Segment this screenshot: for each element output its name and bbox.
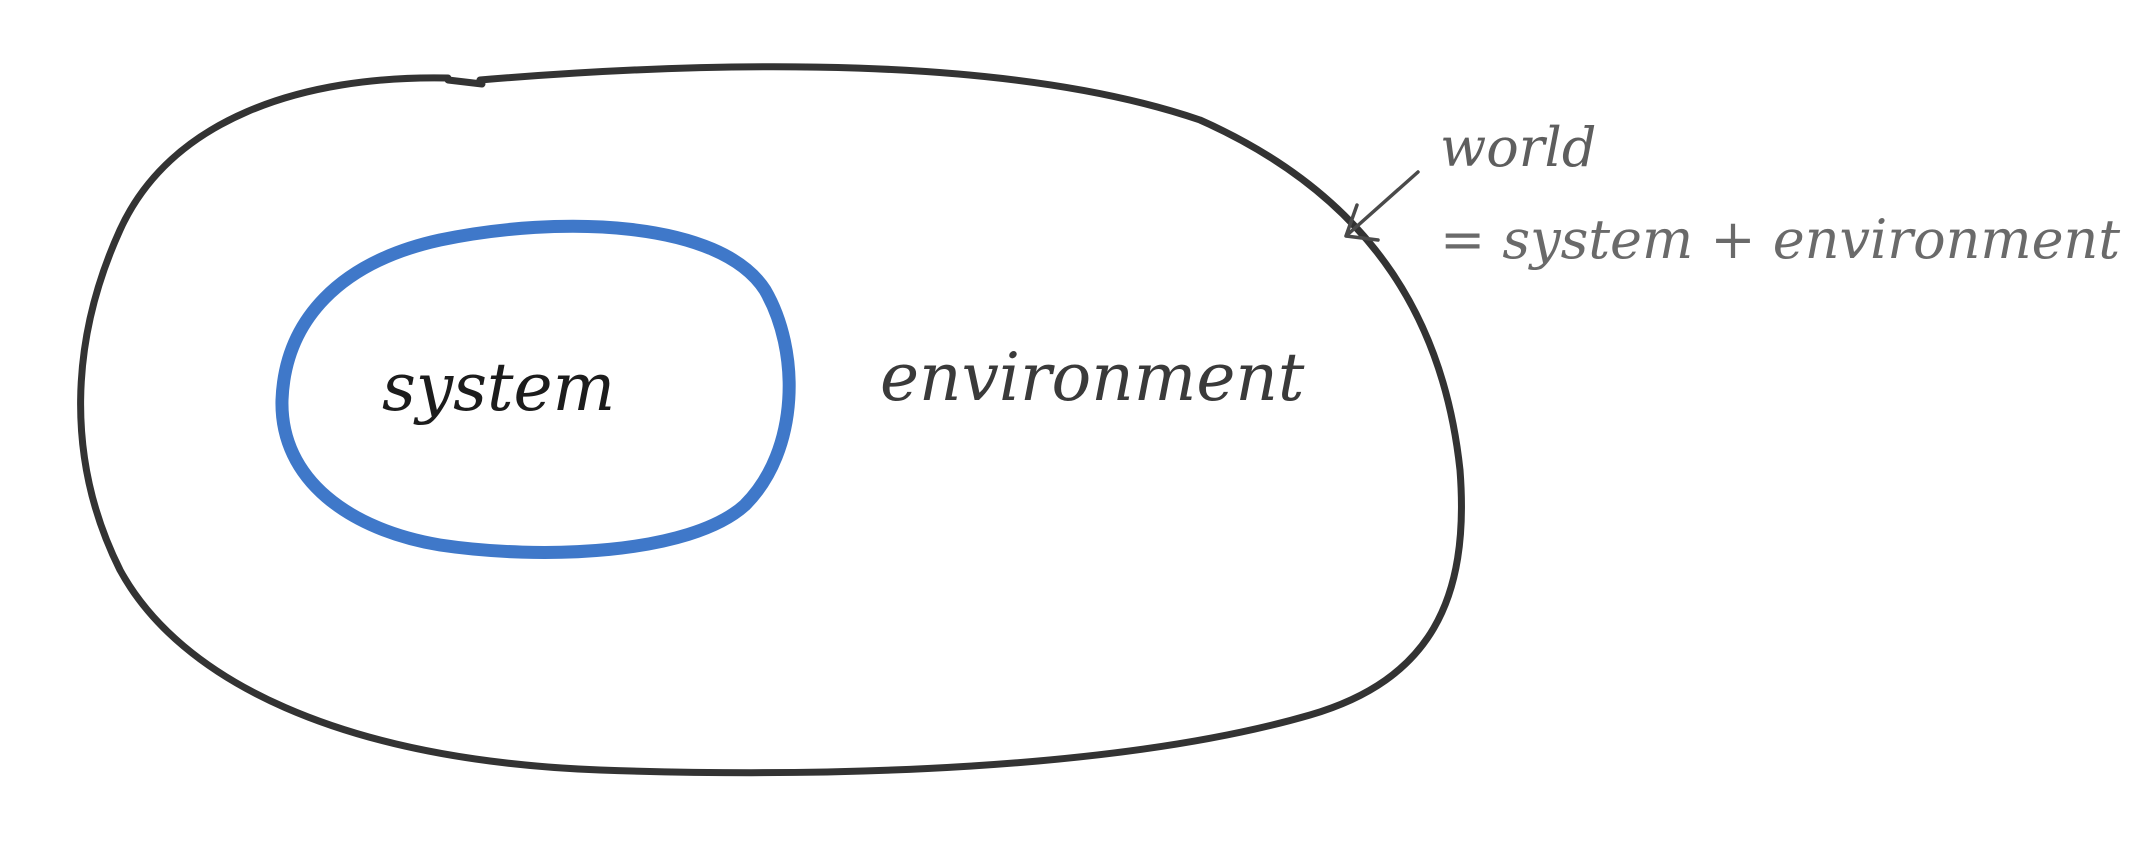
world-annotation-equation: = system + environment [1440, 208, 2120, 271]
world-boundary-start-hook [444, 76, 486, 88]
environment-label: environment [880, 339, 1305, 416]
world-arrow [1344, 170, 1420, 242]
world-annotation-title: world [1440, 116, 1596, 179]
world-boundary [77, 63, 1465, 777]
system-boundary [275, 219, 796, 559]
system-label: system [382, 349, 615, 426]
